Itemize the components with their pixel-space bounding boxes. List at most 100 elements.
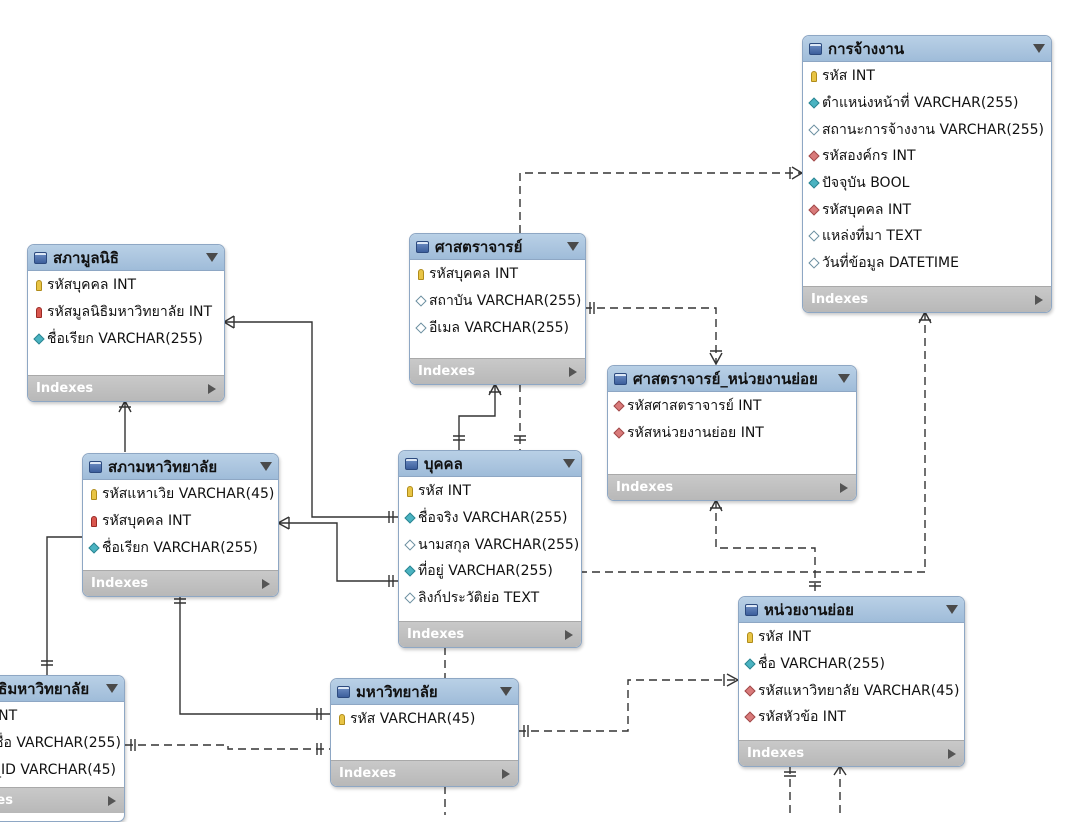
column-row[interactable]: รหัสศาสตราจารย์ INT — [608, 393, 856, 420]
column-row[interactable]: รหัสบุคคล INT — [410, 261, 585, 288]
column-row[interactable]: ตำแหน่งหน้าที่ VARCHAR(255) — [803, 90, 1051, 117]
expand-arrow-icon[interactable] — [565, 629, 573, 640]
table-header[interactable]: ศาสตราจารย์_หน่วยงานย่อย — [608, 366, 856, 392]
indexes-bar[interactable]: xes — [0, 787, 124, 813]
column-row[interactable]: สถาบัน VARCHAR(255) — [410, 288, 585, 315]
indexes-label: Indexes — [339, 766, 397, 781]
table-header[interactable]: การจ้างงาน — [803, 36, 1051, 62]
chevron-down-icon[interactable] — [567, 242, 579, 251]
table-title: บุคคล — [424, 454, 463, 473]
indexes-bar[interactable]: Indexes — [83, 570, 278, 596]
chevron-down-icon[interactable] — [106, 684, 118, 693]
primary-key-icon-wrap — [89, 488, 99, 500]
table-sapha-mahawitthayalai[interactable]: สภามหาวิทยาลัย รหัสแหาเวิย VARCHAR(45)รห… — [82, 453, 279, 597]
table-header[interactable]: ศาสตราจารย์ — [410, 234, 585, 260]
table-samakhom-munnithi[interactable]: สภามูลนิธิ รหัสบุคคล INT รหัสมูลนิธิมหาวิ… — [27, 244, 225, 402]
column-row[interactable]: ชื่อ VARCHAR(255) — [739, 651, 964, 678]
column-row[interactable]: รหัสแหาเวิย VARCHAR(45) — [83, 481, 278, 508]
column-row[interactable]: รหัสบุคคล INT — [803, 196, 1051, 223]
column-row[interactable]: รหัสมูลนิธิมหาวิทยาลัย INT — [28, 299, 224, 326]
column-row[interactable]: รหัส INT — [399, 478, 581, 505]
expand-arrow-icon[interactable] — [502, 768, 510, 779]
column-row[interactable]: นามสกุล VARCHAR(255) — [399, 531, 581, 558]
column-row[interactable]: รหัส INT — [739, 624, 964, 651]
rel-satsadajan-bukkhon — [458, 384, 496, 450]
expand-arrow-icon[interactable] — [1035, 294, 1043, 305]
chevron-down-icon[interactable] — [500, 687, 512, 696]
column-row[interactable]: รหัสบุคคล INT — [83, 508, 278, 535]
column-row[interactable]: _ID VARCHAR(45) — [0, 756, 124, 783]
column-row[interactable]: แหล่งที่มา TEXT — [803, 223, 1051, 250]
column-list: รหัสบุคคล INT รหัสมูลนิธิมหาวิทยาลัย INT ช… — [28, 271, 224, 356]
expand-arrow-icon[interactable] — [569, 366, 577, 377]
column-row[interactable]: ชื่อเรียก VARCHAR(255) — [28, 325, 224, 352]
column-row[interactable]: วันที่ข้อมูล DATETIME — [803, 250, 1051, 277]
table-icon — [337, 685, 350, 698]
table-header[interactable]: บุคคล — [399, 451, 581, 477]
foreign-key-icon-wrap — [808, 204, 820, 216]
foreign-key-icon-wrap — [744, 711, 756, 724]
indexes-bar[interactable]: Indexes — [803, 286, 1051, 312]
column-row[interactable]: INT — [0, 703, 124, 730]
table-header[interactable]: นิธิมหาวิทยาลัย — [0, 676, 124, 702]
chevron-down-icon[interactable] — [563, 459, 575, 468]
column-row[interactable]: รหัสบุคคล INT — [28, 272, 224, 299]
table-header[interactable]: มหาวิทยาลัย — [331, 679, 518, 705]
column-row[interactable]: ชื่อ VARCHAR(255) — [0, 730, 124, 757]
indexes-bar[interactable]: Indexes — [399, 621, 581, 647]
indexes-bar[interactable]: Indexes — [608, 474, 856, 500]
chevron-down-icon[interactable] — [1033, 44, 1045, 53]
column-row[interactable]: รหัสหน่วยงานย่อย INT — [608, 420, 856, 447]
expand-arrow-icon[interactable] — [840, 482, 848, 493]
column-row[interactable]: ปัจจุบัน BOOL — [803, 170, 1051, 197]
primary-foreign-key-icon — [91, 515, 97, 527]
column-row[interactable]: รหัสองค์กร INT — [803, 143, 1051, 170]
column-row[interactable]: อีเมล VARCHAR(255) — [410, 314, 585, 341]
table-title: การจ้างงาน — [828, 39, 905, 58]
chevron-down-icon[interactable] — [946, 605, 958, 614]
column-row[interactable]: ที่อยู่ VARCHAR(255) — [399, 558, 581, 585]
column-label: รหัส VARCHAR(45) — [350, 711, 476, 728]
foreign-key-icon — [808, 204, 820, 216]
table-header[interactable]: สภามหาวิทยาลัย — [83, 454, 278, 480]
rel-sapha-mahawitthayalai-mahawitthayalai — [179, 597, 330, 715]
foreign-key-icon-wrap — [744, 685, 756, 697]
expand-arrow-icon[interactable] — [948, 748, 956, 759]
column-row[interactable]: รหัส INT — [803, 63, 1051, 90]
chevron-down-icon[interactable] — [260, 462, 272, 471]
nullable-column-icon-wrap — [404, 592, 416, 604]
table-header[interactable]: สภามูลนิธิ — [28, 245, 224, 271]
column-label: รหัสหัวข้อ INT — [758, 709, 846, 726]
column-row[interactable]: ชื่อจริง VARCHAR(255) — [399, 505, 581, 532]
indexes-bar[interactable]: Indexes — [410, 358, 585, 384]
not-null-column-icon — [744, 658, 756, 670]
table-icon — [34, 251, 47, 264]
indexes-bar[interactable]: Indexes — [331, 760, 518, 786]
indexes-bar[interactable]: Indexes — [28, 375, 224, 401]
column-row[interactable]: ลิงก์ประวัติย่อ TEXT — [399, 585, 581, 612]
foreign-key-icon — [613, 427, 625, 439]
column-row[interactable]: รหัสแหาวิทยาลัย VARCHAR(45) — [739, 677, 964, 704]
expand-arrow-icon[interactable] — [262, 578, 270, 589]
expand-arrow-icon[interactable] — [108, 795, 116, 806]
chevron-down-icon[interactable] — [838, 374, 850, 383]
table-mahawitthayalai[interactable]: มหาวิทยาลัย รหัส VARCHAR(45) Indexes — [330, 678, 519, 787]
column-row[interactable]: ชื่อเรียก VARCHAR(255) — [83, 534, 278, 561]
column-label: รหัสมูลนิธิมหาวิทยาลัย INT — [47, 304, 213, 321]
chevron-down-icon[interactable] — [206, 253, 218, 262]
column-row[interactable]: รหัส VARCHAR(45) — [331, 706, 518, 733]
expand-arrow-icon[interactable] — [208, 383, 216, 394]
primary-key-icon — [91, 488, 97, 500]
table-satsadajan-nuay[interactable]: ศาสตราจารย์_หน่วยงานย่อย รหัสศาสตราจารย์… — [607, 365, 857, 501]
column-row[interactable]: สถานะการจ้างงาน VARCHAR(255) — [803, 116, 1051, 143]
column-row[interactable]: รหัสหัวข้อ INT — [739, 704, 964, 731]
table-header[interactable]: หน่วยงานย่อย — [739, 597, 964, 623]
indexes-bar[interactable]: Indexes — [739, 740, 964, 766]
column-label: รหัสบุคคล INT — [47, 277, 137, 294]
